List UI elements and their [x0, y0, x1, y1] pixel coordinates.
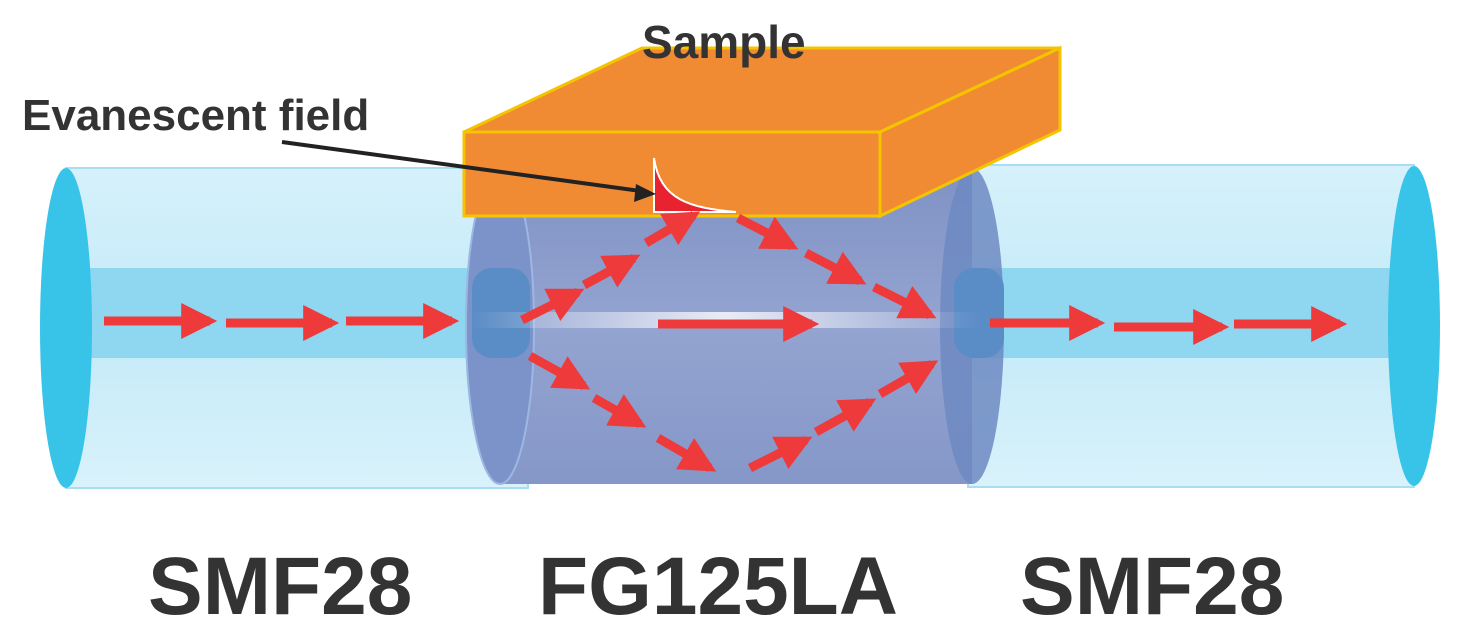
left-fiber-label: SMF28: [148, 541, 412, 632]
lower-path-arrow-6: [877, 360, 939, 398]
upper-path-arrow-5: [803, 249, 867, 285]
lower-path-arrow-1: [527, 352, 591, 390]
left-fiber-end-face: [40, 168, 92, 488]
lower-path-arrow-2: [591, 394, 647, 428]
evanescent-field-shape: [653, 157, 737, 213]
right-core: [968, 268, 1414, 358]
sample-block: [462, 45, 1062, 219]
upper-path-arrow-1: [519, 287, 585, 325]
upper-path-arrow-2: [581, 254, 641, 289]
left-core: [66, 268, 528, 358]
right-fiber-end-face: [1388, 166, 1440, 486]
evanescent-pointer: [281, 140, 656, 202]
sample-label: Sample: [642, 16, 806, 68]
lower-path-arrow-3: [655, 434, 717, 472]
middle-fiber-label: FG125LA: [538, 541, 898, 632]
upper-path-arrow-4: [735, 214, 799, 250]
upper-path-arrow-3: [643, 211, 701, 247]
left-fiber: [40, 167, 529, 489]
upper-path-arrow-6: [871, 282, 937, 320]
pointer-line: [281, 140, 649, 194]
lower-path-arrow-5: [813, 398, 877, 436]
evanescent-field-label: Evanescent field: [22, 91, 369, 140]
pointer-arrowhead: [634, 184, 656, 202]
lower-path-arrow-4: [747, 435, 813, 473]
light-path-arrows: [104, 211, 1348, 473]
right-fiber-label: SMF28: [1020, 541, 1284, 632]
